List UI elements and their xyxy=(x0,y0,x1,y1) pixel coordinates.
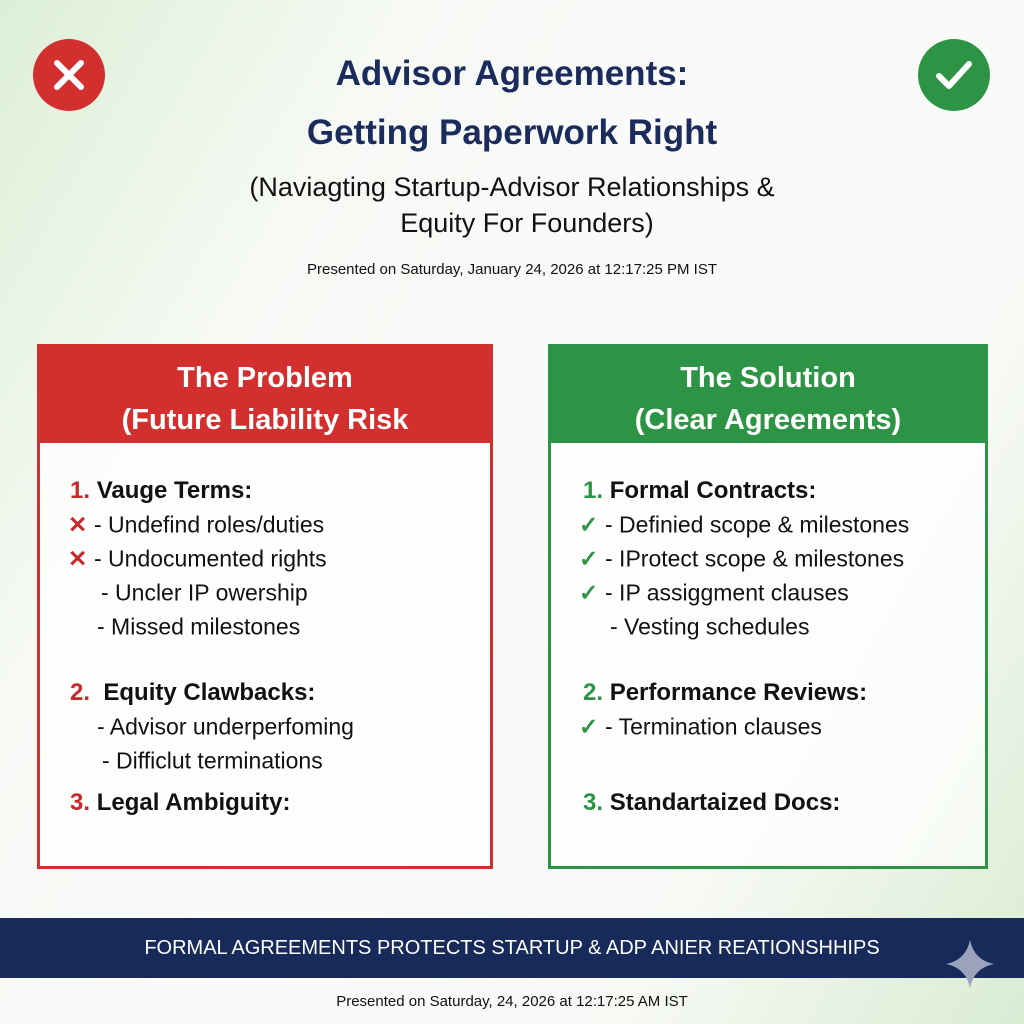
check-icon: ✓ xyxy=(579,545,599,572)
section-number: 2. xyxy=(70,679,91,706)
bottom-banner: FORMAL AGREEMENTS PROTECTS STARTUP & ADP… xyxy=(0,918,1024,978)
item-text: - IP assiggment clauses xyxy=(605,579,849,606)
item-text: - Undefind roles/duties xyxy=(94,511,325,538)
section-heading: Legal Ambiguity: xyxy=(96,789,291,816)
footer-date: Presented on Saturday, 24, 2026 at 12:17… xyxy=(336,993,688,1010)
section-heading: Standartaized Docs: xyxy=(609,789,841,816)
list-item: - Advisor underperfoming xyxy=(97,713,354,740)
item-text: - Undocumented rights xyxy=(94,545,327,572)
check-circle-icon xyxy=(918,39,990,111)
check-icon: ✓ xyxy=(579,579,599,606)
section-number: 2. xyxy=(583,679,604,706)
title-line-2: Getting Paperwork Right xyxy=(306,113,718,152)
item-text: - Termination clauses xyxy=(605,713,822,740)
section-heading: Vauge Terms: xyxy=(96,477,253,504)
problem-header: The Problem (Future Liability Risk xyxy=(40,347,490,443)
list-item: ✕- Undocumented rights xyxy=(68,546,327,573)
check-icon: ✓ xyxy=(579,713,599,740)
solution-title: The Solution xyxy=(680,362,856,394)
solution-section-1: 1. Formal Contracts: xyxy=(583,477,816,505)
cross-icon: ✕ xyxy=(68,511,88,538)
problem-title: The Problem xyxy=(177,362,353,394)
title-line-1: Advisor Agreements: xyxy=(335,54,689,93)
presented-date: Presented on Saturday, January 24, 2026 … xyxy=(307,261,717,278)
list-item: - Uncler IP owership xyxy=(101,579,308,606)
section-number: 1. xyxy=(583,477,604,504)
solution-subtitle: (Clear Agreements) xyxy=(634,404,902,436)
list-item: ✓- Definied scope & milestones xyxy=(579,512,909,539)
problem-panel: The Problem (Future Liability Risk 1. Va… xyxy=(37,344,493,869)
problem-section-3: 3. Legal Ambiguity: xyxy=(70,789,290,817)
solution-panel: The Solution (Clear Agreements) 1. Forma… xyxy=(548,344,988,869)
cross-icon: ✕ xyxy=(68,545,88,572)
list-item: ✓- IProtect scope & milestones xyxy=(579,546,904,573)
section-number: 3. xyxy=(583,789,604,816)
sparkle-icon xyxy=(944,938,996,995)
section-number: 3. xyxy=(70,789,91,816)
subtitle-line-1: (Naviagting Startup-Advisor Relationship… xyxy=(249,172,775,202)
problem-section-2: 2. Equity Clawbacks: xyxy=(70,679,315,707)
solution-section-2: 2. Performance Reviews: xyxy=(583,679,867,707)
section-heading: Formal Contracts: xyxy=(609,477,817,504)
problem-section-1: 1. Vauge Terms: xyxy=(70,477,252,505)
list-item: - Vesting schedules xyxy=(610,613,810,640)
item-text: - IProtect scope & milestones xyxy=(605,545,905,572)
list-item: ✓- IP assiggment clauses xyxy=(579,580,849,607)
section-number: 1. xyxy=(70,477,91,504)
check-icon: ✓ xyxy=(579,511,599,538)
list-item: - Missed milestones xyxy=(97,613,301,640)
list-item: - Difficlut terminations xyxy=(102,747,323,774)
list-item: ✕- Undefind roles/duties xyxy=(68,512,324,539)
subtitle-line-2: Equity For Founders) xyxy=(400,208,654,238)
solution-header: The Solution (Clear Agreements) xyxy=(551,347,985,443)
solution-section-3: 3. Standartaized Docs: xyxy=(583,789,840,817)
item-text: - Definied scope & milestones xyxy=(605,511,910,538)
section-heading: Performance Reviews: xyxy=(609,679,868,706)
section-heading: Equity Clawbacks: xyxy=(103,679,316,706)
problem-subtitle: (Future Liability Risk xyxy=(121,404,409,436)
list-item: ✓- Termination clauses xyxy=(579,714,822,741)
x-circle-icon xyxy=(33,39,105,111)
